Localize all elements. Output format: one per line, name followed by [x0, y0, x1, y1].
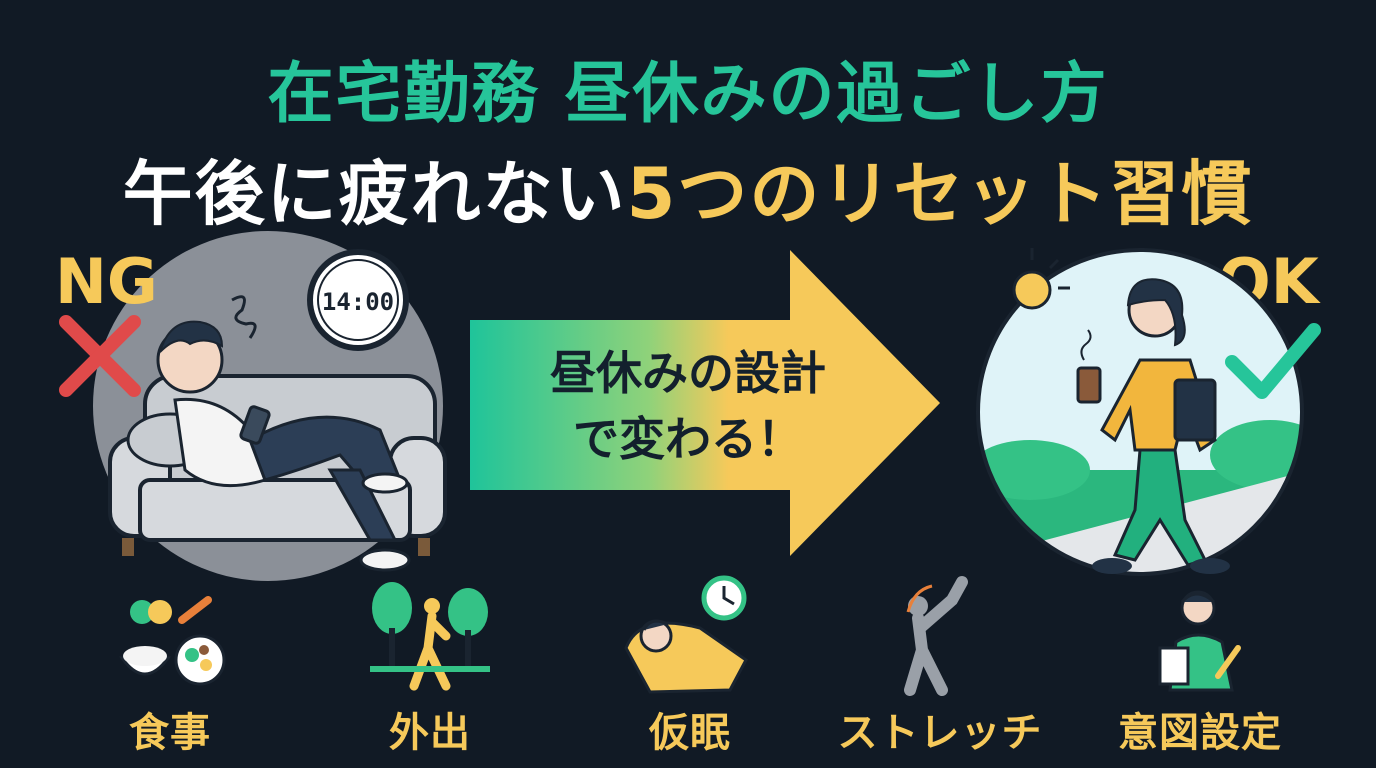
sun-icon [1012, 248, 1070, 310]
tired-person-icon [126, 295, 411, 572]
ng-label: NG [55, 245, 158, 318]
ng-x-icon [59, 315, 141, 397]
habit-label-intention: 意図設定 [1118, 710, 1282, 756]
walking-woman-icon [1076, 278, 1230, 574]
subtitle-prefix: 午後に疲れない [122, 153, 627, 235]
arrow-line-2: で変わる！ [573, 412, 803, 466]
stretch-icon [904, 576, 968, 696]
habit-label-nap: 仮眠 [649, 710, 731, 756]
habit-label-food: 食事 [129, 710, 211, 756]
intention-planning-icon [1158, 590, 1241, 692]
page-subtitle: 午後に疲れない5つのリセット習慣 [0, 138, 1376, 239]
arrow-line-1: 昼休みの設計 [550, 346, 826, 400]
arrow-message: 昼休みの設計 で変わる！ [478, 340, 898, 472]
habit-label-stretch: ストレッチ [837, 710, 1043, 756]
food-icon [119, 596, 226, 686]
clock-icon [307, 249, 409, 351]
clock-time: 14:00 [322, 288, 394, 316]
subtitle-highlight: 5つのリセット習慣 [626, 153, 1254, 235]
ok-check-icon [1225, 323, 1321, 399]
nap-icon [624, 575, 748, 694]
walk-outside-icon [370, 582, 490, 691]
habit-label-outing: 外出 [389, 710, 471, 756]
page-title: 在宅勤務 昼休みの過ごし方 [267, 55, 1109, 132]
